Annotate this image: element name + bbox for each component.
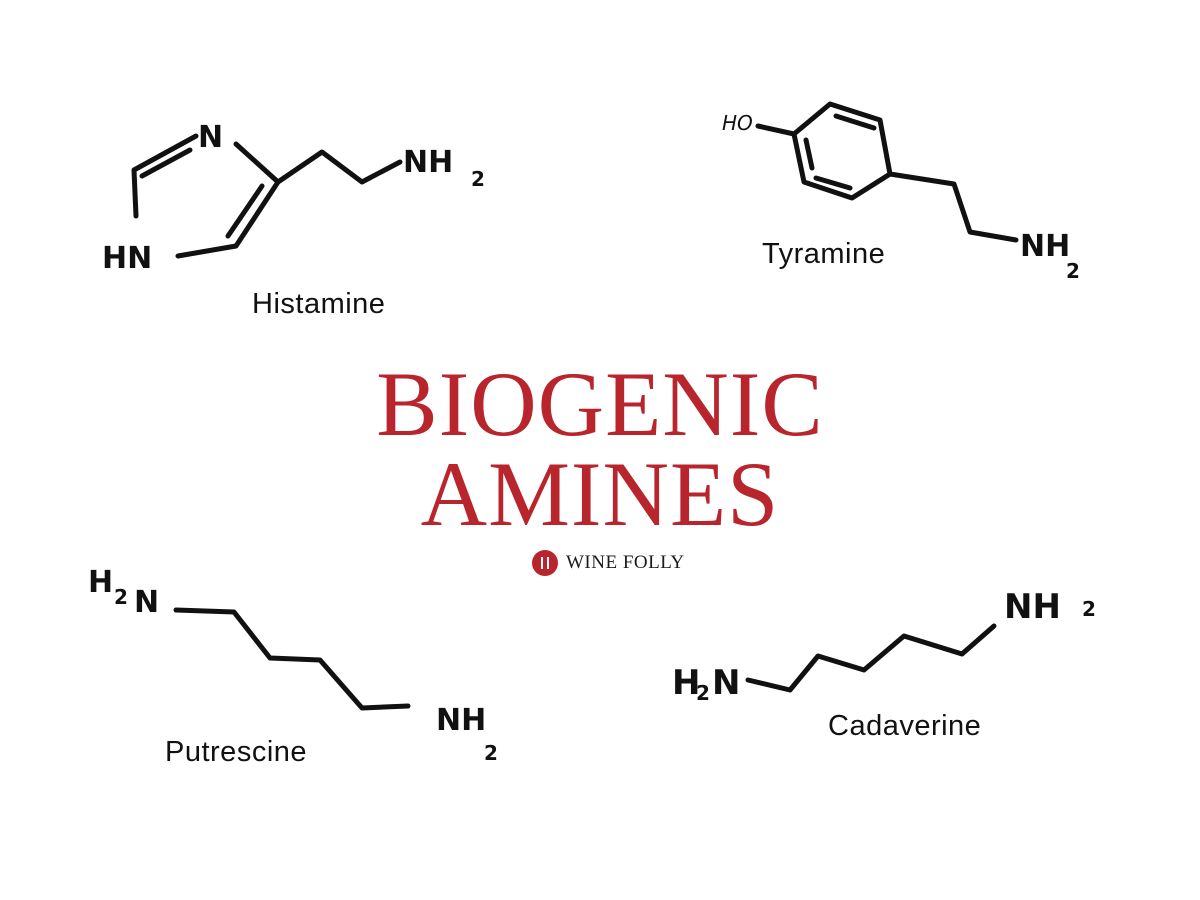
title-line-2: AMINES bbox=[420, 443, 780, 545]
putrescine-nh-atom: NH bbox=[436, 703, 486, 738]
brand-name: WINE FOLLY bbox=[566, 552, 685, 573]
cadaverine-structure: H 2 N NH 2 bbox=[672, 587, 1096, 705]
histamine-side-chain bbox=[275, 149, 403, 185]
histamine-double-bond-right bbox=[225, 183, 265, 239]
putrescine-label: Putrescine bbox=[165, 736, 308, 768]
tyramine-ho-atom: HO bbox=[722, 111, 753, 135]
putrescine-h-atom: H bbox=[88, 565, 113, 600]
histamine-ring-bonds bbox=[131, 133, 281, 259]
tyramine-inner-double-bonds bbox=[803, 113, 877, 191]
cadaverine-nh-atom: NH bbox=[1004, 587, 1061, 627]
tyramine-side-chain bbox=[887, 171, 1019, 243]
tyramine-structure: HO NH 2 bbox=[722, 101, 1080, 283]
cadaverine-h-subscript: 2 bbox=[696, 681, 710, 705]
putrescine-chain bbox=[173, 607, 411, 711]
cadaverine-chain bbox=[745, 623, 997, 693]
putrescine-nh-subscript: 2 bbox=[484, 741, 498, 765]
tyramine-nh-subscript: 2 bbox=[1066, 259, 1080, 283]
cadaverine-label: Cadaverine bbox=[828, 710, 982, 742]
histamine-label: Histamine bbox=[252, 288, 386, 320]
histamine-nh-atom: NH bbox=[403, 145, 453, 180]
tyramine-hydroxyl-bond bbox=[755, 123, 797, 137]
title-line-1: BIOGENIC bbox=[376, 353, 824, 455]
histamine-hn-atom: HN bbox=[102, 241, 152, 276]
putrescine-structure: H 2 N NH 2 bbox=[88, 565, 498, 765]
tyramine-nh-atom: NH bbox=[1020, 229, 1070, 264]
putrescine-n-atom: N bbox=[134, 585, 159, 620]
tyramine-label: Tyramine bbox=[762, 238, 886, 270]
putrescine-h-subscript: 2 bbox=[114, 585, 128, 609]
cadaverine-h-atom: H bbox=[672, 663, 700, 703]
cadaverine-n-atom: N bbox=[712, 663, 740, 703]
histamine-structure: N HN NH 2 bbox=[102, 120, 485, 276]
wine-folly-logo-icon bbox=[532, 550, 558, 576]
histamine-n-atom: N bbox=[198, 120, 223, 155]
histamine-double-bond-top bbox=[139, 147, 193, 179]
cadaverine-nh-subscript: 2 bbox=[1082, 597, 1096, 621]
brand: WINE FOLLY bbox=[532, 548, 685, 578]
histamine-nh-subscript: 2 bbox=[471, 167, 485, 191]
